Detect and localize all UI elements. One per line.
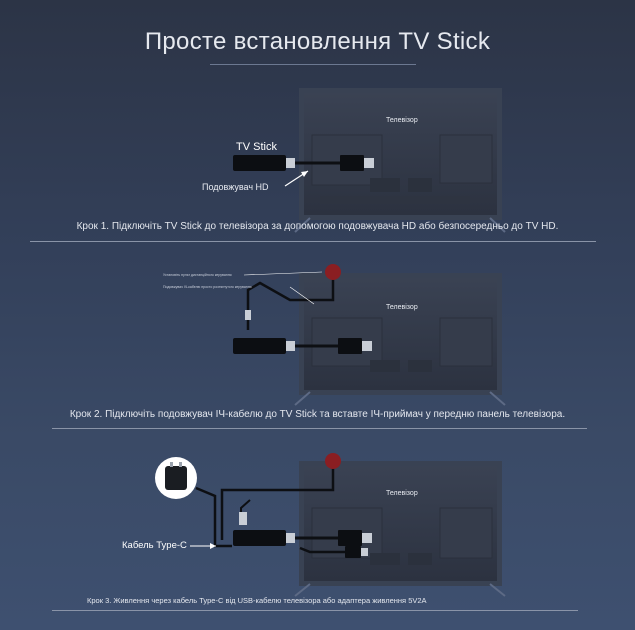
ir-receiver [325,453,341,469]
tv-back-step1 [294,88,506,233]
tv-label: Телевізор [386,490,418,497]
tv-back-step2 [294,273,506,406]
pointer-line [243,271,323,276]
divider [30,241,596,242]
tv-stick-step2 [233,338,372,354]
step1-instruction: Крок 1. Підключіть TV Stick до телевізор… [76,221,559,232]
ir-receiver [325,264,341,280]
pointer-line [289,286,315,305]
divider [52,428,587,429]
page-title: Просте встановлення TV Stick [144,28,491,55]
tv-stick-step3 [233,512,372,546]
ir-note-2: Подовжувач ІЧ-кабелю просто розтягнутого… [163,285,252,289]
ir-note-1: Установіть пульт дистанційного керування [163,273,232,277]
type-c-cable-label: Кабель Type-C [122,540,187,551]
arrow-head-icon [301,171,308,177]
tv-back-step3 [294,461,506,597]
step3-instruction: Крок 3. Живлення через кабель Type-C від… [87,596,427,605]
hd-extender-label: Подовжувач HD [202,182,269,192]
divider [52,610,578,611]
step2-instruction: Крок 2. Підключіть подовжувач ІЧ-кабелю … [69,409,566,420]
tv-stick-label: TV Stick [236,141,277,153]
tv-stick-step1 [233,155,295,171]
arrow-head-icon [210,543,216,549]
cables-step3 [195,462,368,558]
ir-cable-step2 [245,274,335,330]
tv-label: Телевізор [386,304,418,311]
hd-extender-cable-step1 [295,155,374,171]
power-adapter [155,457,197,499]
title-underline [210,64,416,65]
tv-label: Телевізор [386,117,418,124]
